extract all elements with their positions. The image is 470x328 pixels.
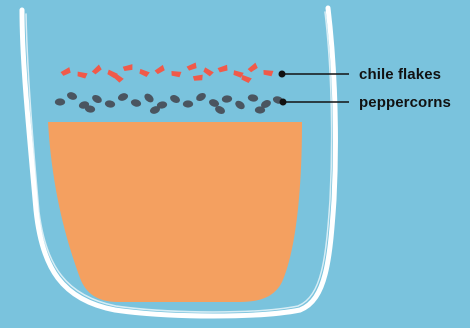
chile-flake: [247, 63, 258, 73]
peppercorn: [222, 95, 233, 103]
chile-flakes-label: chile flakes: [359, 66, 441, 83]
peppercorn: [104, 100, 115, 109]
chile-flake: [193, 75, 203, 81]
chile-flake: [138, 68, 149, 77]
peppercorn: [169, 94, 181, 105]
liquid-layer: [48, 122, 302, 302]
peppercorn-layer: [55, 91, 284, 116]
peppercorn: [55, 98, 65, 105]
chile-flake: [154, 65, 165, 75]
peppercorn: [66, 91, 78, 101]
peppercorns-label: peppercorns: [359, 94, 451, 111]
chile-flake: [76, 71, 87, 79]
chile-flake: [91, 64, 102, 75]
chile-flake: [123, 64, 134, 71]
peppercorn: [247, 94, 258, 103]
peppercorn: [117, 92, 129, 102]
chile-flake-layer: [60, 62, 273, 83]
peppercorn: [91, 93, 104, 104]
chile-flake: [186, 62, 197, 71]
chile-flake: [171, 70, 182, 77]
peppercorn: [195, 91, 208, 102]
peppercorn: [255, 106, 265, 113]
peppercorn: [143, 92, 156, 104]
peppercorn: [130, 98, 142, 108]
peppercorn: [183, 100, 193, 107]
chile-flake: [202, 67, 213, 77]
chile-flake: [263, 69, 274, 76]
peppercorn: [234, 99, 247, 111]
chile-flake: [217, 65, 228, 73]
chile-flake: [60, 67, 71, 76]
